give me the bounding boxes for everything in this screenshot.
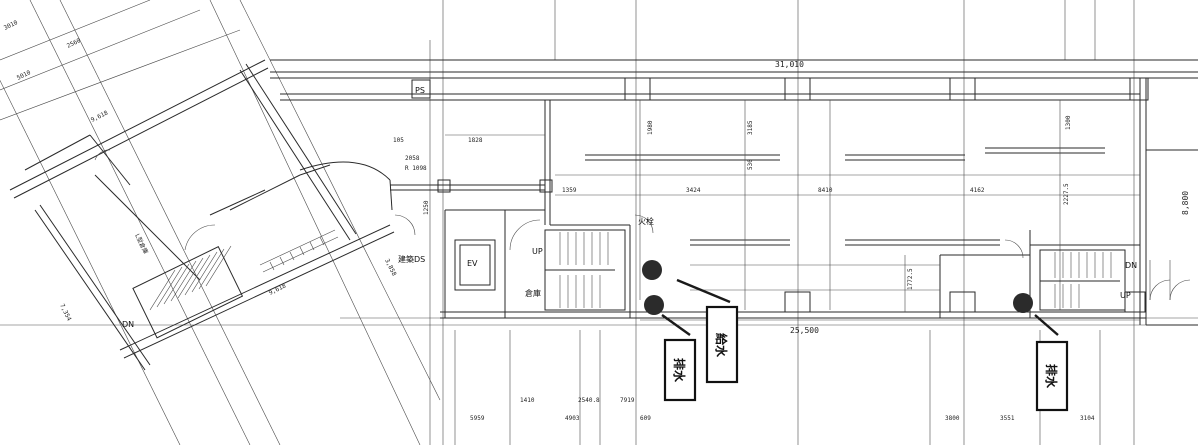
dim-bottom-b: 4903 — [565, 415, 580, 422]
doors — [394, 214, 1024, 259]
drain-pipe-dot-1 — [644, 295, 664, 315]
dim-corridor-2: 3424 — [686, 187, 701, 194]
dim-corridor-5: 1359 — [562, 187, 577, 194]
main-outline — [270, 59, 1198, 326]
dim-top-left-c: 3010 — [3, 19, 19, 32]
label-dn-left: DN — [122, 320, 134, 329]
dim-left-side: 7,354 — [58, 303, 72, 323]
dim-bottom-f: 3551 — [1000, 415, 1015, 422]
dim-bottom-g: 3104 — [1080, 415, 1095, 422]
label-ev: EV — [467, 259, 478, 268]
dim-vertical-c: 1300 — [1065, 115, 1072, 130]
dim-vertical-f: 530 — [747, 159, 754, 170]
dim-top-total: 31,010 — [775, 60, 804, 69]
tag-supply-water: 給水 — [705, 305, 739, 384]
dim-corridor-1: 1828 — [468, 137, 483, 144]
label-ps: PS — [415, 86, 425, 95]
tag-drain-1-text: 排水 — [672, 358, 687, 383]
dim-left-diag-2: 9,618 — [268, 282, 288, 296]
tag-supply-water-text: 給水 — [714, 333, 729, 358]
drain-leader-2 — [1034, 314, 1059, 336]
dim-vertical-a: 1980 — [647, 120, 654, 135]
elevator — [454, 239, 496, 291]
columns — [411, 77, 1149, 313]
dim-bottom-a: 1410 — [520, 397, 535, 404]
label-up-left: UP — [532, 247, 543, 256]
label-storage: 倉庫 — [525, 288, 541, 298]
drain-leader-1 — [661, 314, 691, 336]
dim-small-b: 1250 — [423, 200, 430, 215]
dimension-texts: 31,010 25,500 8,800 9,618 9,618 7,354 3,… — [3, 19, 1190, 422]
dim-right-height: 8,800 — [1181, 191, 1190, 215]
left-wing — [0, 0, 441, 445]
dim-corridor-4: 4162 — [970, 187, 985, 194]
label-fire-hydrant: 火栓 — [638, 216, 654, 226]
dim-bottom-i: 609 — [640, 415, 651, 422]
dim-bottom-c: 2540.8 — [578, 397, 600, 404]
center-stair — [544, 229, 626, 311]
dim-corridor-3: 8410 — [818, 187, 833, 194]
dim-bottom-total: 25,500 — [790, 326, 819, 335]
label-room-left: L型倉庫 — [133, 232, 150, 255]
supply-leader — [676, 278, 731, 304]
dim-stair-r: R 1098 — [405, 165, 427, 172]
dim-vertical-d: 2227.5 — [1063, 183, 1070, 205]
dim-bottom-e: 3800 — [945, 415, 960, 422]
label-dn-right: DN — [1125, 261, 1137, 270]
label-up-right: UP — [1120, 291, 1131, 300]
dim-top-left-b: 2560 — [66, 37, 82, 50]
dim-bottom-d: 7919 — [620, 397, 635, 404]
dim-bottom-h: 5959 — [470, 415, 485, 422]
right-stair — [1039, 249, 1191, 311]
tag-drain-1: 排水 — [663, 338, 697, 402]
tag-drain-2: 排水 — [1035, 340, 1069, 412]
label-ds: 建築DS — [398, 254, 425, 264]
dim-left-gap: 3,858 — [383, 258, 397, 278]
dim-top-left-a: 5010 — [16, 69, 32, 82]
dim-left-diag-1: 9,618 — [90, 109, 110, 123]
dim-vertical-e: 1772.5 — [907, 268, 914, 290]
left-stair — [132, 229, 339, 339]
dim-vertical-b: 3185 — [747, 120, 754, 135]
drain-pipe-dot-2 — [1013, 293, 1033, 313]
pipe-markers — [642, 260, 1059, 336]
tag-drain-2-text: 排水 — [1044, 364, 1059, 389]
supply-pipe-dot — [642, 260, 662, 280]
dim-stair-a: 2058 — [405, 155, 420, 162]
interior-lines — [445, 100, 1140, 321]
dim-small-a: 105 — [393, 137, 404, 144]
